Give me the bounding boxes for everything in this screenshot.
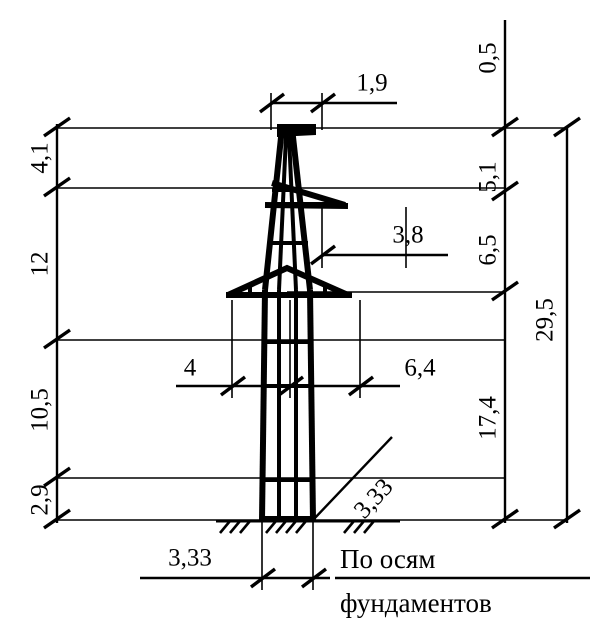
tick-top-right xyxy=(309,92,337,114)
tick-top-left xyxy=(258,92,286,114)
base-dimension: 3,33 xyxy=(140,521,330,590)
tower-leg-right-lower xyxy=(307,289,316,521)
tick-right-0-5 xyxy=(491,116,519,138)
tick-mid-left xyxy=(219,375,247,397)
dim-label-base-3-33: 3,33 xyxy=(168,545,212,572)
tick-left-2-9 xyxy=(43,508,71,530)
dim-label-4-1: 4,1 xyxy=(27,142,54,173)
overall-dimension: 29,5 xyxy=(532,116,581,530)
tick-base-left xyxy=(249,567,277,589)
tick-right-5-1 xyxy=(491,180,519,202)
tower-leg-left-lower xyxy=(259,289,268,521)
upper-crossarm-chord xyxy=(264,202,349,209)
note-line-2: фундаментов xyxy=(340,588,492,618)
tick-left-12 xyxy=(43,328,71,350)
tower-web-left-upper xyxy=(277,135,288,291)
lower-crossarm-upper-chord xyxy=(226,264,350,298)
tower-leg-left-upper xyxy=(262,127,285,291)
tick-overall-bottom xyxy=(553,508,581,530)
foundation-note: По осям фундаментов xyxy=(335,544,590,618)
ground-line xyxy=(216,519,400,534)
mid-dimension: 4 6,4 xyxy=(176,300,436,398)
left-dimension-chain: 4,1 12 10,5 2,9 xyxy=(27,116,71,530)
tick-base-right xyxy=(300,567,328,589)
dim-label-12: 12 xyxy=(27,252,54,277)
dim-label-4: 4 xyxy=(184,355,197,382)
dim-label-6-5: 6,5 xyxy=(475,234,502,265)
ground-hatching xyxy=(219,520,375,534)
tick-right-6-5 xyxy=(491,280,519,302)
tower-web-right-upper xyxy=(287,135,298,291)
dim-label-10-5: 10,5 xyxy=(27,388,54,432)
dim-label-diagonal-3-33: 3,33 xyxy=(349,474,399,524)
dim-label-29-5: 29,5 xyxy=(532,298,559,342)
dim-label-0-5: 0,5 xyxy=(475,42,502,73)
tick-mid-right xyxy=(347,375,375,397)
top-dimension: 1,9 xyxy=(258,70,397,130)
diagonal-dimension: 3,33 xyxy=(312,436,399,524)
tick-left-top xyxy=(43,116,71,138)
upper-arm-dimension: 3,8 xyxy=(309,207,448,268)
dim-label-3-8: 3,8 xyxy=(392,222,423,249)
diagonal-leader-line xyxy=(312,436,393,521)
transmission-tower xyxy=(226,124,352,522)
dim-label-1-9: 1,9 xyxy=(356,70,387,97)
right-dimension-chain: 0,5 5,1 6,5 17,4 xyxy=(475,42,519,530)
tick-overall-top xyxy=(553,116,581,138)
tick-arm-left xyxy=(309,244,337,266)
dim-label-5-1: 5,1 xyxy=(475,161,502,192)
tick-right-17-4 xyxy=(491,508,519,530)
dim-label-6-4: 6,4 xyxy=(404,355,436,382)
dim-label-17-4: 17,4 xyxy=(475,396,502,440)
tick-left-4-1 xyxy=(43,176,71,198)
dim-label-2-9: 2,9 xyxy=(27,484,54,515)
tower-peak-cap xyxy=(277,124,316,137)
tick-left-10-5 xyxy=(43,466,71,488)
note-line-1: По осям xyxy=(340,544,435,574)
tower-leg-right-upper xyxy=(289,127,313,291)
